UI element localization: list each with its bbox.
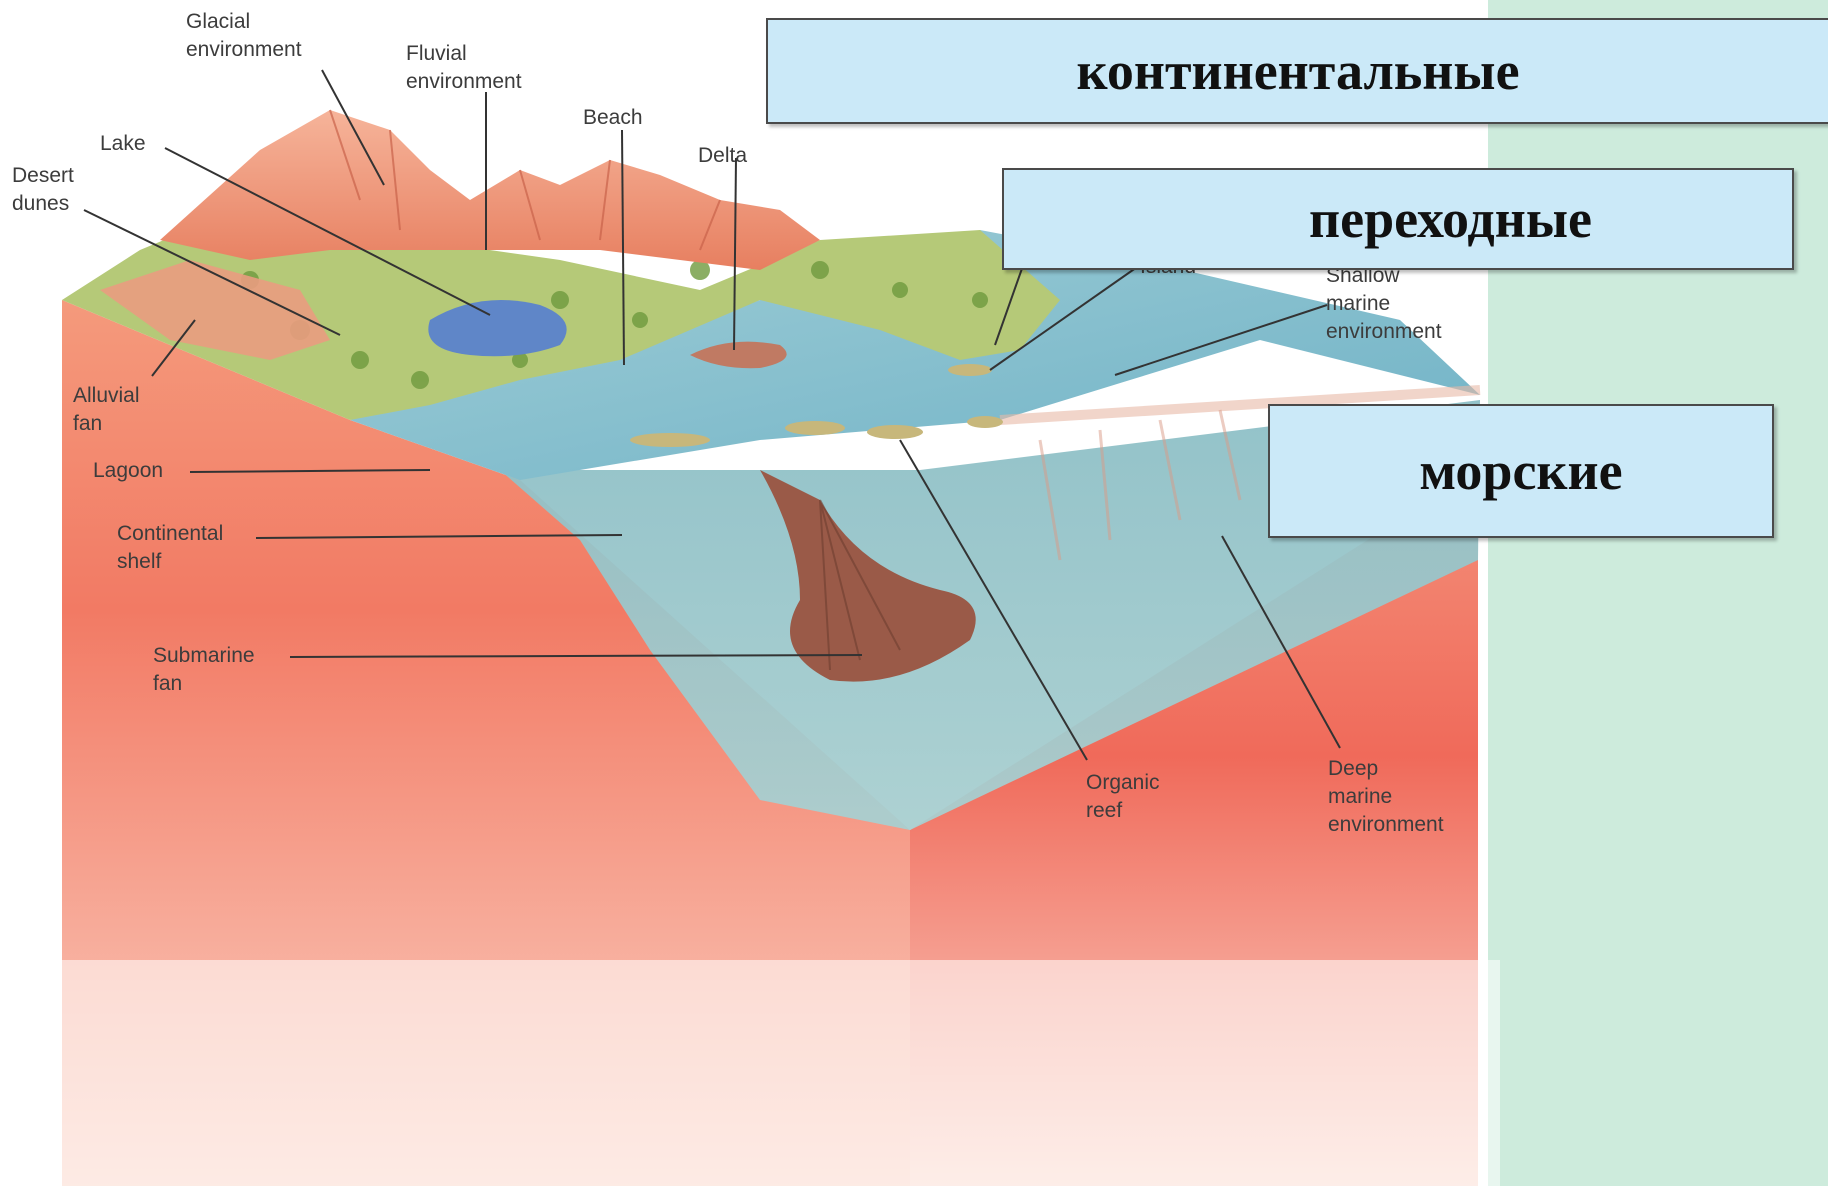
label-beach: Beach <box>583 106 643 129</box>
label-desert-dunes: Desert dunes <box>12 164 74 215</box>
label-delta: Delta <box>698 144 748 167</box>
label-alluvial-fan: Alluvial fan <box>73 384 140 435</box>
label-deep-marine-environment: Deep marine environment <box>1328 757 1444 836</box>
islands <box>630 364 1003 447</box>
mountains <box>160 110 820 270</box>
label-continental-shelf: Continental shelf <box>117 522 224 573</box>
label-lake: Lake <box>100 132 146 155</box>
submarine-fan <box>760 470 976 682</box>
leader-lines <box>83 69 1341 761</box>
label-lagoon: Lagoon <box>93 459 164 482</box>
banner-continental: континентальные <box>766 18 1828 124</box>
lake <box>428 300 567 357</box>
desert-dunes <box>100 260 330 360</box>
sea-cross-section <box>500 400 1480 830</box>
label-organic-reef: Organic reef <box>1086 771 1160 822</box>
land-surface <box>62 200 1060 420</box>
label-shallow-marine-environment: Shallow marine environment <box>1326 264 1442 343</box>
label-submarine-fan: Submarine fan <box>153 644 255 695</box>
sea-surface <box>350 230 1480 480</box>
label-fluvial-environment: Fluvial environment <box>406 42 522 93</box>
label-glacial-environment: Glacial environment <box>186 10 302 61</box>
delta <box>690 341 787 369</box>
banner-transitional: переходные <box>1002 168 1794 270</box>
banner-marine: морские <box>1268 404 1774 538</box>
